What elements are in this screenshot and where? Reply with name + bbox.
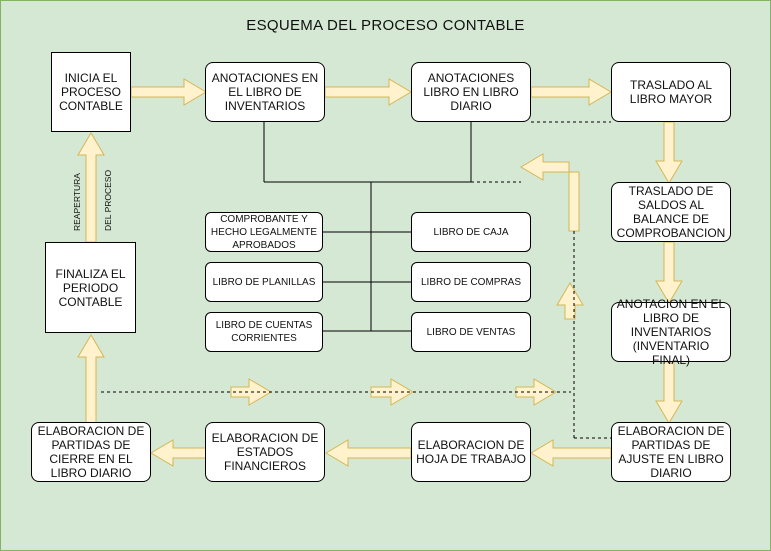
node-inventario-final: ANOTACION EN EL LIBRO DE INVENTARIOS (IN… (611, 297, 731, 367)
arrow-hoja-to-estados (325, 439, 412, 467)
label-reapertura: REAPERTURA (72, 173, 82, 231)
diagram-title: ESQUEMA DEL PROCESO CONTABLE (246, 17, 525, 34)
arrow-cierre-to-finaliza (77, 334, 105, 424)
node-comprobante: COMPROBANTE Y HECHO LEGALMENTE APROBADOS (205, 212, 323, 252)
node-libro-planillas-label: LIBRO DE PLANILLAS (212, 276, 316, 288)
node-estados-financieros-label: ELABORACION DE ESTADOS FINANCIEROS (211, 431, 319, 473)
arrow-invfinal-to-ajuste (655, 361, 683, 424)
arrow-small-up (556, 282, 584, 320)
node-hoja-trabajo: ELABORACION DE HOJA DE TRABAJO (411, 422, 531, 482)
node-comprobante-label: COMPROBANTE Y HECHO LEGALMENTE APROBADOS (210, 213, 318, 251)
node-anotaciones-inventarios: ANOTACIONES EN EL LIBRO DE INVENTARIOS (205, 62, 325, 122)
node-libro-ventas: LIBRO DE VENTAS (411, 312, 531, 352)
node-traslado-saldos-label: TRASLADO DE SALDOS AL BALANCE DE COMPROB… (616, 184, 726, 240)
node-partidas-cierre: ELABORACION DE PARTIDAS DE CIERRE EN EL … (31, 422, 151, 482)
node-traslado-mayor: TRASLADO AL LIBRO MAYOR (611, 62, 731, 122)
node-libro-planillas: LIBRO DE PLANILLAS (205, 262, 323, 302)
arrow-inicia-to-inventarios (130, 78, 207, 106)
node-partidas-ajuste-label: ELABORACION DE PARTIDAS DE AJUSTE EN LIB… (617, 424, 725, 480)
node-libro-ventas-label: LIBRO DE VENTAS (426, 326, 516, 338)
node-traslado-mayor-label: TRASLADO AL LIBRO MAYOR (629, 78, 713, 106)
arrow-saldos-to-invfinal (655, 241, 683, 304)
node-anotaciones-diario-label: ANOTACIONES LIBRO EN LIBRO DIARIO (423, 71, 519, 113)
dashed-lines (101, 121, 611, 439)
node-finaliza: FINALIZA EL PERIODO CONTABLE (45, 242, 136, 333)
node-anotaciones-diario: ANOTACIONES LIBRO EN LIBRO DIARIO (411, 62, 531, 122)
node-hoja-trabajo-label: ELABORACION DE HOJA DE TRABAJO (416, 438, 526, 466)
node-libro-cuentas-corrientes-label: LIBRO DE CUENTAS CORRIENTES (215, 320, 313, 344)
node-inventario-final-label: ANOTACION EN EL LIBRO DE INVENTARIOS (IN… (616, 297, 726, 367)
node-partidas-cierre-label: ELABORACION DE PARTIDAS DE CIERRE EN EL … (37, 424, 145, 480)
arrow-ajuste-to-hoja (530, 439, 612, 467)
node-anotaciones-inventarios-label: ANOTACIONES EN EL LIBRO DE INVENTARIOS (211, 71, 319, 113)
arrow-estados-to-cierre (150, 439, 207, 467)
arrow-bent-return (520, 153, 580, 232)
node-inicia: INICIA EL PROCESO CONTABLE (51, 52, 131, 132)
arrow-mayor-to-saldos (655, 121, 683, 184)
node-finaliza-label: FINALIZA EL PERIODO CONTABLE (55, 266, 126, 309)
arrow-reapertura (77, 132, 105, 243)
arrow-mid-2 (370, 378, 414, 406)
node-libro-cuentas-corrientes: LIBRO DE CUENTAS CORRIENTES (205, 312, 323, 352)
node-partidas-ajuste: ELABORACION DE PARTIDAS DE AJUSTE EN LIB… (611, 422, 731, 482)
arrow-inventarios-to-diario (324, 78, 412, 106)
node-libro-compras-label: LIBRO DE COMPRAS (420, 276, 522, 288)
node-inicia-label: INICIA EL PROCESO CONTABLE (59, 71, 123, 113)
node-estados-financieros: ELABORACION DE ESTADOS FINANCIEROS (205, 422, 325, 482)
node-libro-caja: LIBRO DE CAJA (411, 212, 531, 252)
label-del-proceso: DEL PROCESO (103, 169, 113, 231)
node-libro-caja-label: LIBRO DE CAJA (433, 226, 509, 238)
arrow-diario-to-mayor (530, 78, 612, 106)
node-traslado-saldos: TRASLADO DE SALDOS AL BALANCE DE COMPROB… (611, 182, 731, 242)
connector-lines (263, 122, 472, 332)
node-libro-compras: LIBRO DE COMPRAS (411, 262, 531, 302)
